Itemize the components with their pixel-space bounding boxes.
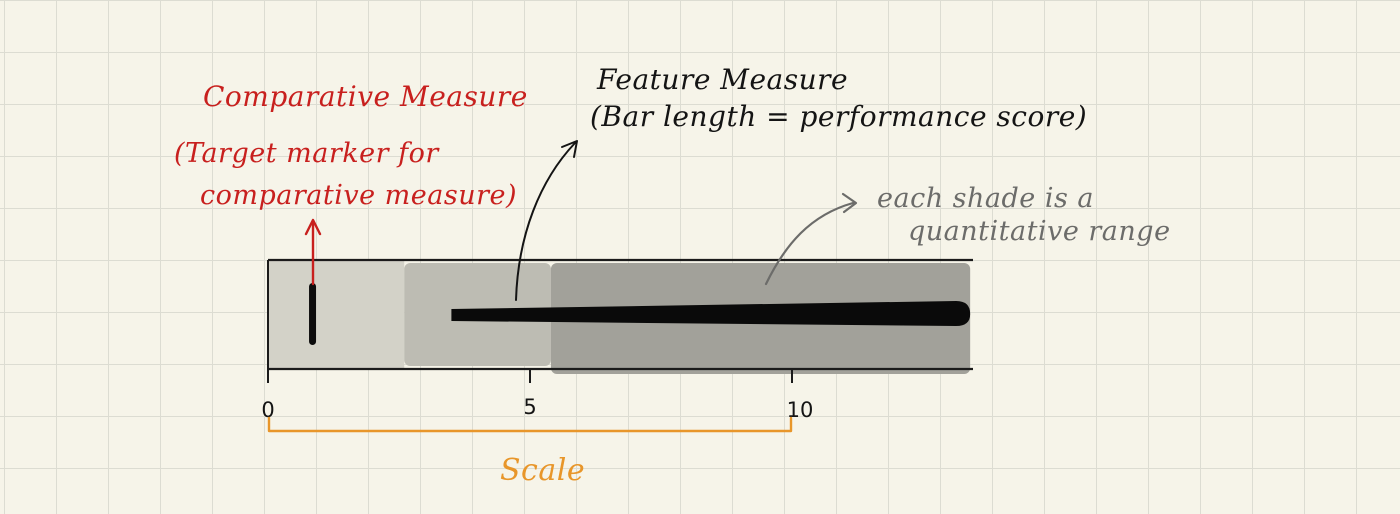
tick-label-0: 0 (261, 398, 274, 422)
comparative-measure-title: Comparative Measure (203, 80, 528, 113)
shade-arrowhead (841, 192, 858, 214)
comparative-marker-layer (309, 283, 317, 345)
comparative-marker (309, 283, 317, 345)
tick-label-5: 5 (523, 395, 536, 419)
shade-note-line2: quantitative range (908, 216, 1171, 247)
range-shade-1 (268, 261, 405, 368)
comparative-arrowhead (304, 218, 322, 236)
feature-measure-title: Feature Measure (597, 63, 849, 96)
feature-arrowhead (561, 140, 578, 158)
scale-label: Scale (500, 453, 586, 488)
comparative-measure-desc-line1: (Target marker for (174, 138, 439, 169)
feature-measure-layer (451, 301, 971, 326)
feature-measure-bar (451, 301, 971, 326)
shade-note-line1: each shade is a (877, 183, 1095, 214)
feature-arrow (515, 142, 576, 301)
scale-bracket (267, 416, 793, 433)
shade-arrow (764, 201, 855, 286)
feature-measure-desc: (Bar length = performance score) (590, 100, 1088, 133)
comparative-measure-desc-line2: comparative measure) (200, 180, 518, 211)
